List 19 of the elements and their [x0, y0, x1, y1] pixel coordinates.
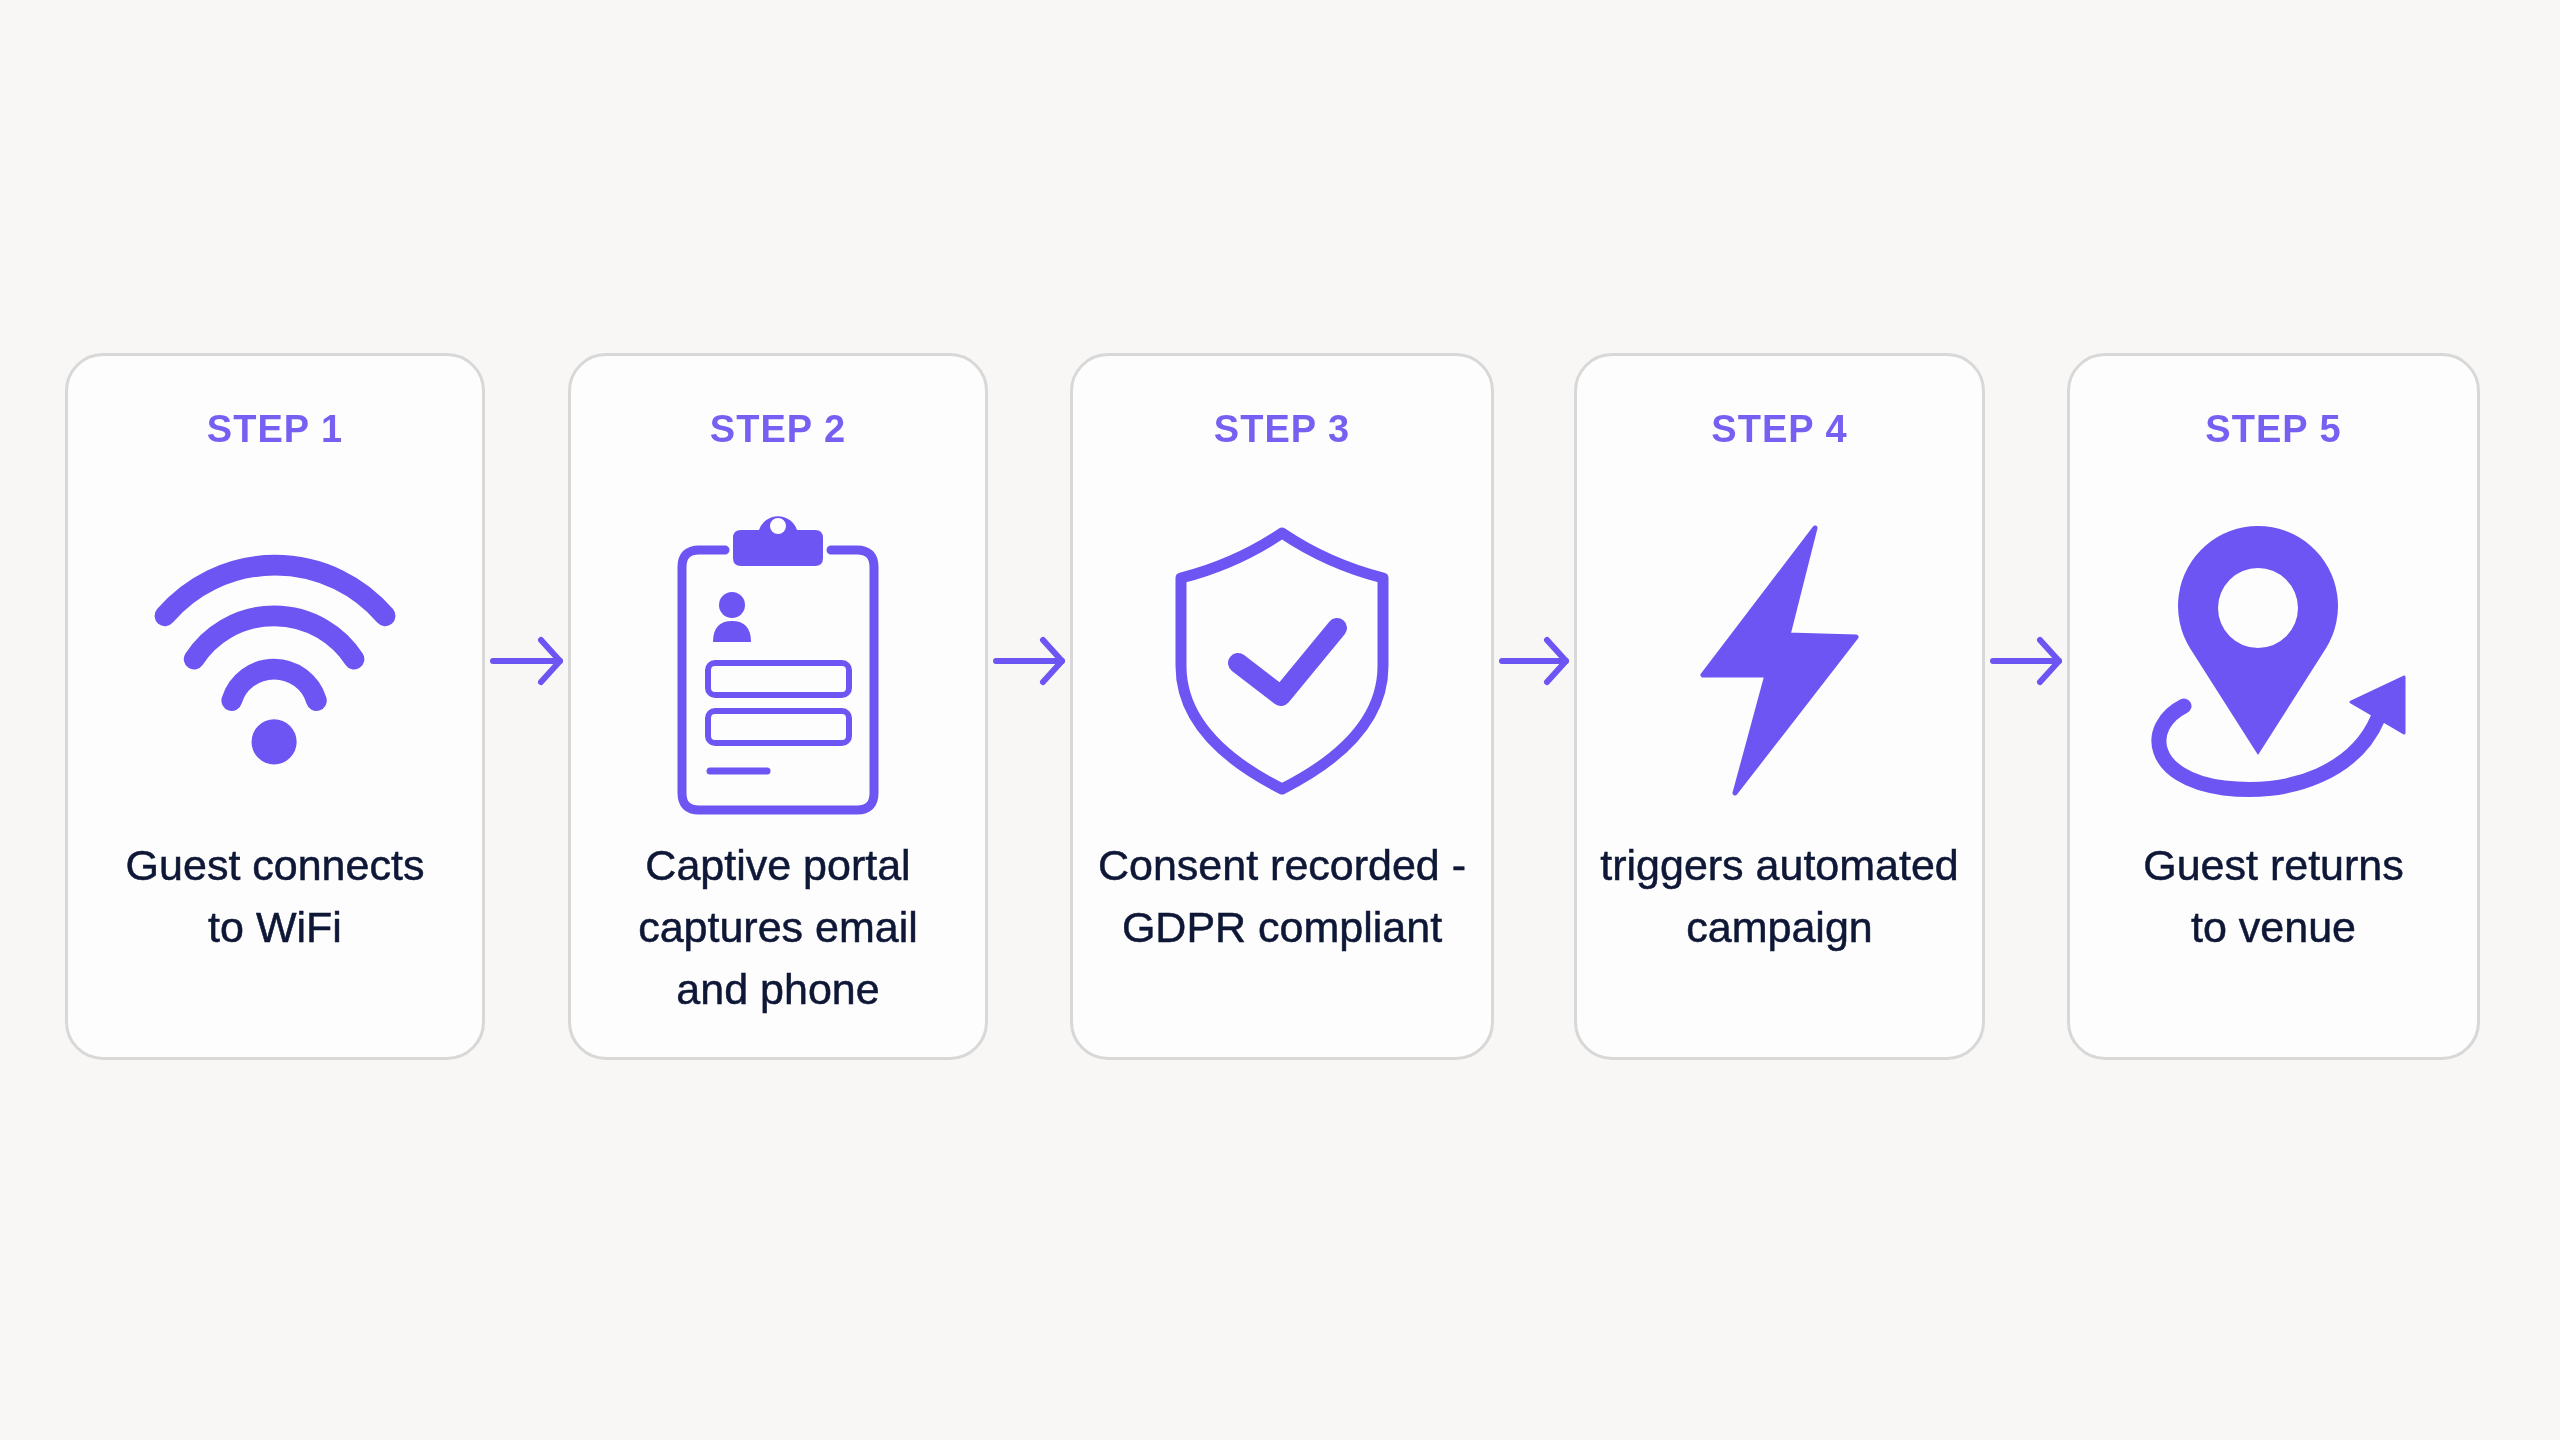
arrow [1499, 637, 1569, 685]
step-label: STEP 2 [709, 407, 847, 452]
step-card [1574, 353, 1985, 1060]
step-card [1070, 353, 1494, 1060]
arrow [490, 637, 563, 685]
step-label: STEP 1 [206, 407, 344, 452]
step-card [2067, 353, 2480, 1060]
step-description: triggers automated campaign [1599, 840, 1960, 953]
arrow [1990, 637, 2062, 685]
step-description: Guest returns to venue [2142, 840, 2405, 953]
step-description: Captive portal captures email and phone [637, 840, 919, 1015]
step-label: STEP 3 [1213, 407, 1351, 452]
step-label: STEP 4 [1711, 407, 1848, 452]
step-description: Guest connects to WiFi [124, 840, 426, 953]
step-card [65, 353, 485, 1060]
step-description: Consent recorded - GDPR compliant [1096, 840, 1468, 953]
step-card [568, 353, 988, 1060]
step-label: STEP 5 [2205, 407, 2342, 452]
arrow [993, 637, 1065, 685]
